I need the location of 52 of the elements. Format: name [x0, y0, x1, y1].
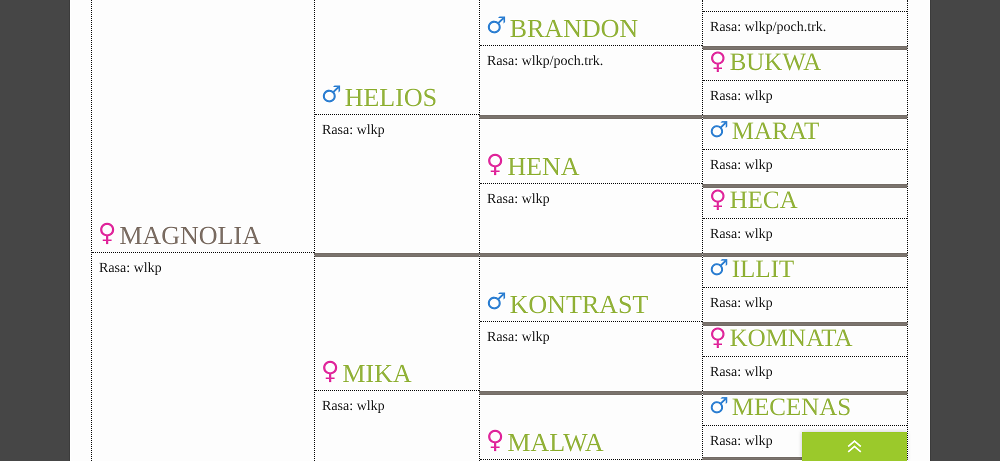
horse-name: HELIOS [344, 84, 438, 111]
pedigree-cell [702, 0, 908, 46]
male-symbol-icon: ♂ [709, 258, 729, 280]
pedigree-cell [702, 184, 908, 253]
pedigree-cell [702, 322, 908, 391]
breed-text: Rasa: wlkp [710, 434, 773, 448]
male-symbol-icon: ♂ [321, 84, 342, 107]
pedigree-cell [91, 0, 314, 461]
breed-text: Rasa: wlkp [487, 192, 550, 207]
male-symbol-icon: ♂ [709, 120, 729, 142]
horse-name: MARAT [732, 119, 820, 146]
horse-name: HENA [507, 152, 580, 180]
horse-name: MALWA [507, 428, 604, 456]
horse-name: MECENAS [732, 395, 852, 422]
female-symbol-icon: ♀ [709, 324, 727, 348]
breed-text: Rasa: wlkp [710, 226, 773, 242]
pedigree-cell [702, 115, 908, 184]
female-symbol-icon: ♀ [709, 48, 727, 72]
pedigree-cell [702, 253, 908, 322]
horse-name: BRANDON [510, 14, 638, 42]
horse-name: KOMNATA [730, 326, 853, 352]
pedigree-cell [702, 46, 908, 115]
male-symbol-icon: ♂ [486, 15, 507, 38]
female-symbol-icon: ♀ [709, 186, 727, 210]
breed-text: Rasa: wlkp [710, 158, 773, 172]
pedigree-cell [479, 391, 702, 461]
horse-name: HECA [730, 188, 798, 214]
pedigree-cell [314, 253, 479, 461]
breed-text: Rasa: wlkp/poch.trk. [487, 54, 604, 69]
pedigree-cell [479, 115, 702, 253]
horse-name: BUKWA [730, 50, 822, 76]
female-symbol-icon: ♀ [486, 151, 504, 176]
female-symbol-icon: ♀ [98, 220, 116, 245]
breed-text: Rasa: wlkp [322, 399, 385, 414]
pedigree-cell [479, 253, 702, 391]
breed-text: Rasa: wlkp [710, 296, 773, 310]
horse-name: ILLIT [732, 257, 794, 284]
breed-text: Rasa: wlkp [99, 261, 162, 276]
horse-name: KONTRAST [510, 290, 648, 318]
horse-name: MIKA [342, 360, 412, 387]
horse-name: MAGNOLIA [119, 222, 261, 249]
male-symbol-icon: ♂ [709, 396, 729, 418]
breed-text: Rasa: wlkp [322, 123, 385, 138]
female-symbol-icon: ♀ [321, 358, 340, 383]
breed-text: Rasa: wlkp/poch.trk. [710, 20, 826, 34]
breed-text: Rasa: wlkp [710, 88, 773, 104]
pedigree-cell [479, 0, 702, 115]
female-symbol-icon: ♀ [486, 427, 504, 452]
male-symbol-icon: ♂ [486, 291, 507, 314]
breed-text: Rasa: wlkp [487, 330, 550, 345]
pedigree-cell [314, 0, 479, 253]
breed-text: Rasa: wlkp [710, 364, 773, 380]
